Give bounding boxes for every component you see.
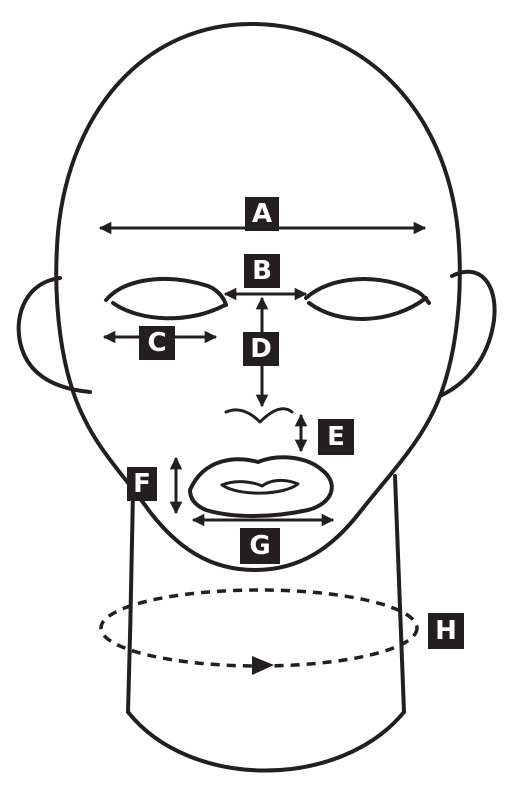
svg-text:C: C: [147, 328, 166, 358]
nose: [226, 409, 292, 422]
left-ear: [19, 278, 90, 392]
label-f: F: [127, 467, 157, 501]
svg-text:E: E: [327, 422, 345, 452]
arrow-h-neck-circumference: [101, 590, 417, 675]
svg-text:H: H: [435, 616, 457, 646]
label-a: A: [245, 197, 279, 231]
svg-text:B: B: [252, 256, 272, 286]
label-b: B: [244, 254, 280, 288]
neck-right-edge: [395, 476, 404, 712]
neck-bottom-curve: [128, 712, 404, 771]
head-outline: [56, 24, 460, 570]
left-eye: [106, 279, 226, 318]
label-d: D: [243, 332, 279, 366]
label-g: G: [240, 528, 280, 564]
label-e: E: [318, 419, 354, 455]
svg-text:D: D: [250, 334, 272, 364]
svg-text:G: G: [249, 531, 270, 561]
svg-text:F: F: [133, 469, 151, 499]
label-c: C: [139, 326, 175, 360]
svg-text:A: A: [252, 199, 272, 229]
neck-circumference-arrowhead: [252, 656, 274, 675]
right-eye: [306, 279, 429, 319]
neck-left-edge: [128, 492, 133, 712]
label-h: H: [428, 613, 464, 649]
lips: [190, 457, 332, 516]
